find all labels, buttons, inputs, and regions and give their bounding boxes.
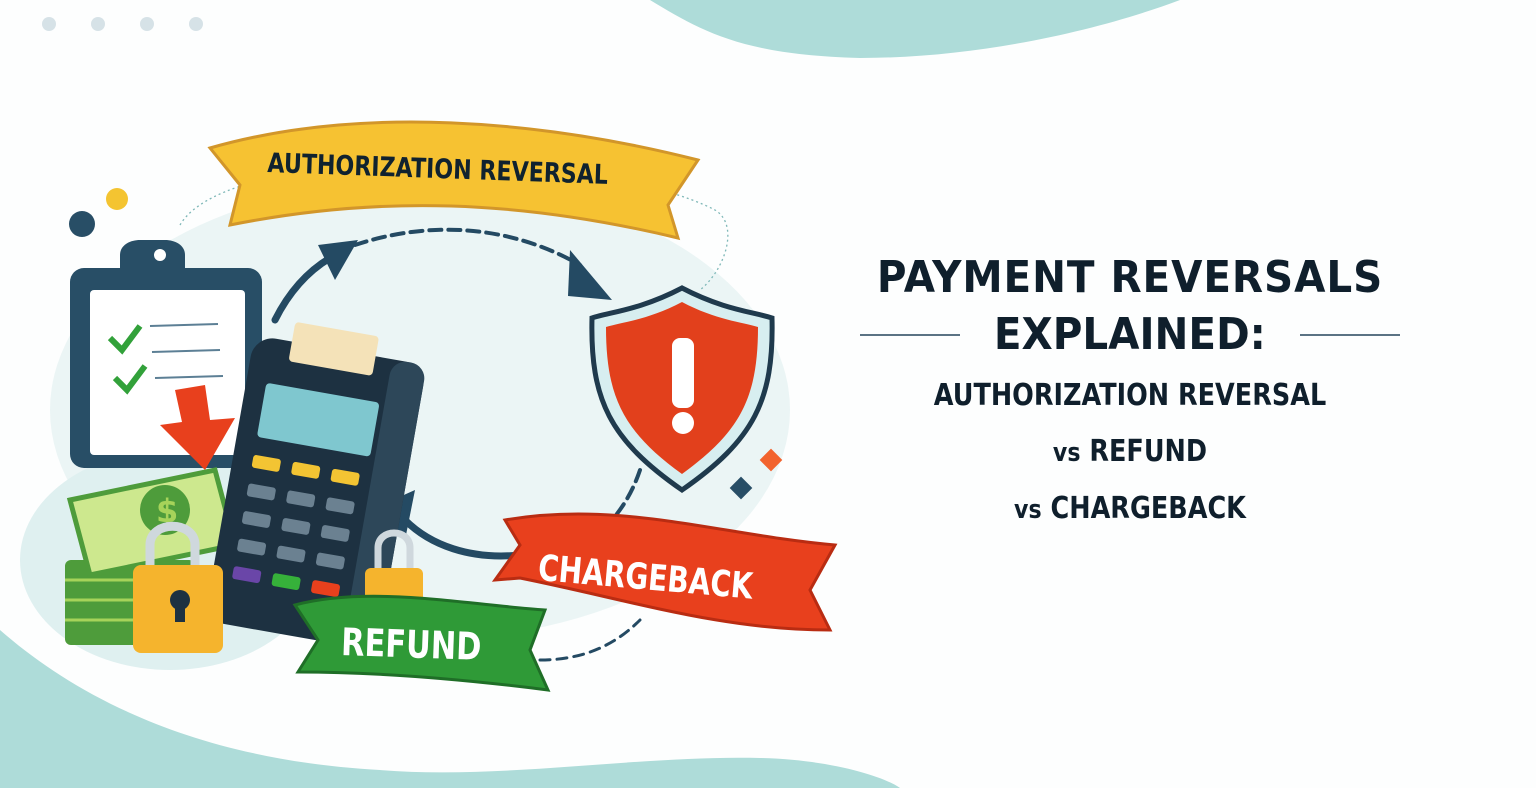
illustration: $: [65, 120, 838, 692]
subtitle-line2: vs REFUND: [884, 424, 1377, 481]
title-rule-right: [1299, 334, 1400, 336]
title-line2: EXPLAINED:: [993, 309, 1267, 360]
refund-label: REFUND: [1089, 434, 1208, 469]
banner-refund-label: REFUND: [340, 620, 483, 669]
down-arrow-icon: [160, 385, 235, 470]
banner-chargeback: [491, 512, 838, 632]
window-dots: [42, 17, 203, 31]
clipboard-checklist-icon: [70, 240, 262, 468]
chargeback-label: CHARGEBACK: [1050, 491, 1246, 526]
yellow-dot-icon: [106, 188, 128, 210]
subtitle-line3: vs CHARGEBACK: [884, 481, 1377, 538]
title-rule-left: [860, 334, 961, 336]
dot-icon: [140, 17, 154, 31]
vs-label: vs: [1014, 495, 1042, 525]
title-line1: PAYMENT REVERSALS: [876, 252, 1384, 303]
banner-authorization-reversal: [207, 120, 701, 241]
navy-dot-icon: [69, 211, 95, 237]
title-block: PAYMENT REVERSALS EXPLAINED: AUTHORIZATI…: [840, 250, 1420, 538]
subtitle-line1: AUTHORIZATION REVERSAL: [933, 378, 1327, 413]
svg-text:$: $: [156, 492, 178, 530]
shield-alert-icon: [589, 285, 775, 494]
dot-icon: [91, 17, 105, 31]
vs-label: vs: [1052, 438, 1081, 468]
dot-icon: [42, 17, 56, 31]
dot-icon: [189, 17, 203, 31]
padlock-icon: [133, 521, 223, 653]
banner-refund: [292, 594, 551, 692]
